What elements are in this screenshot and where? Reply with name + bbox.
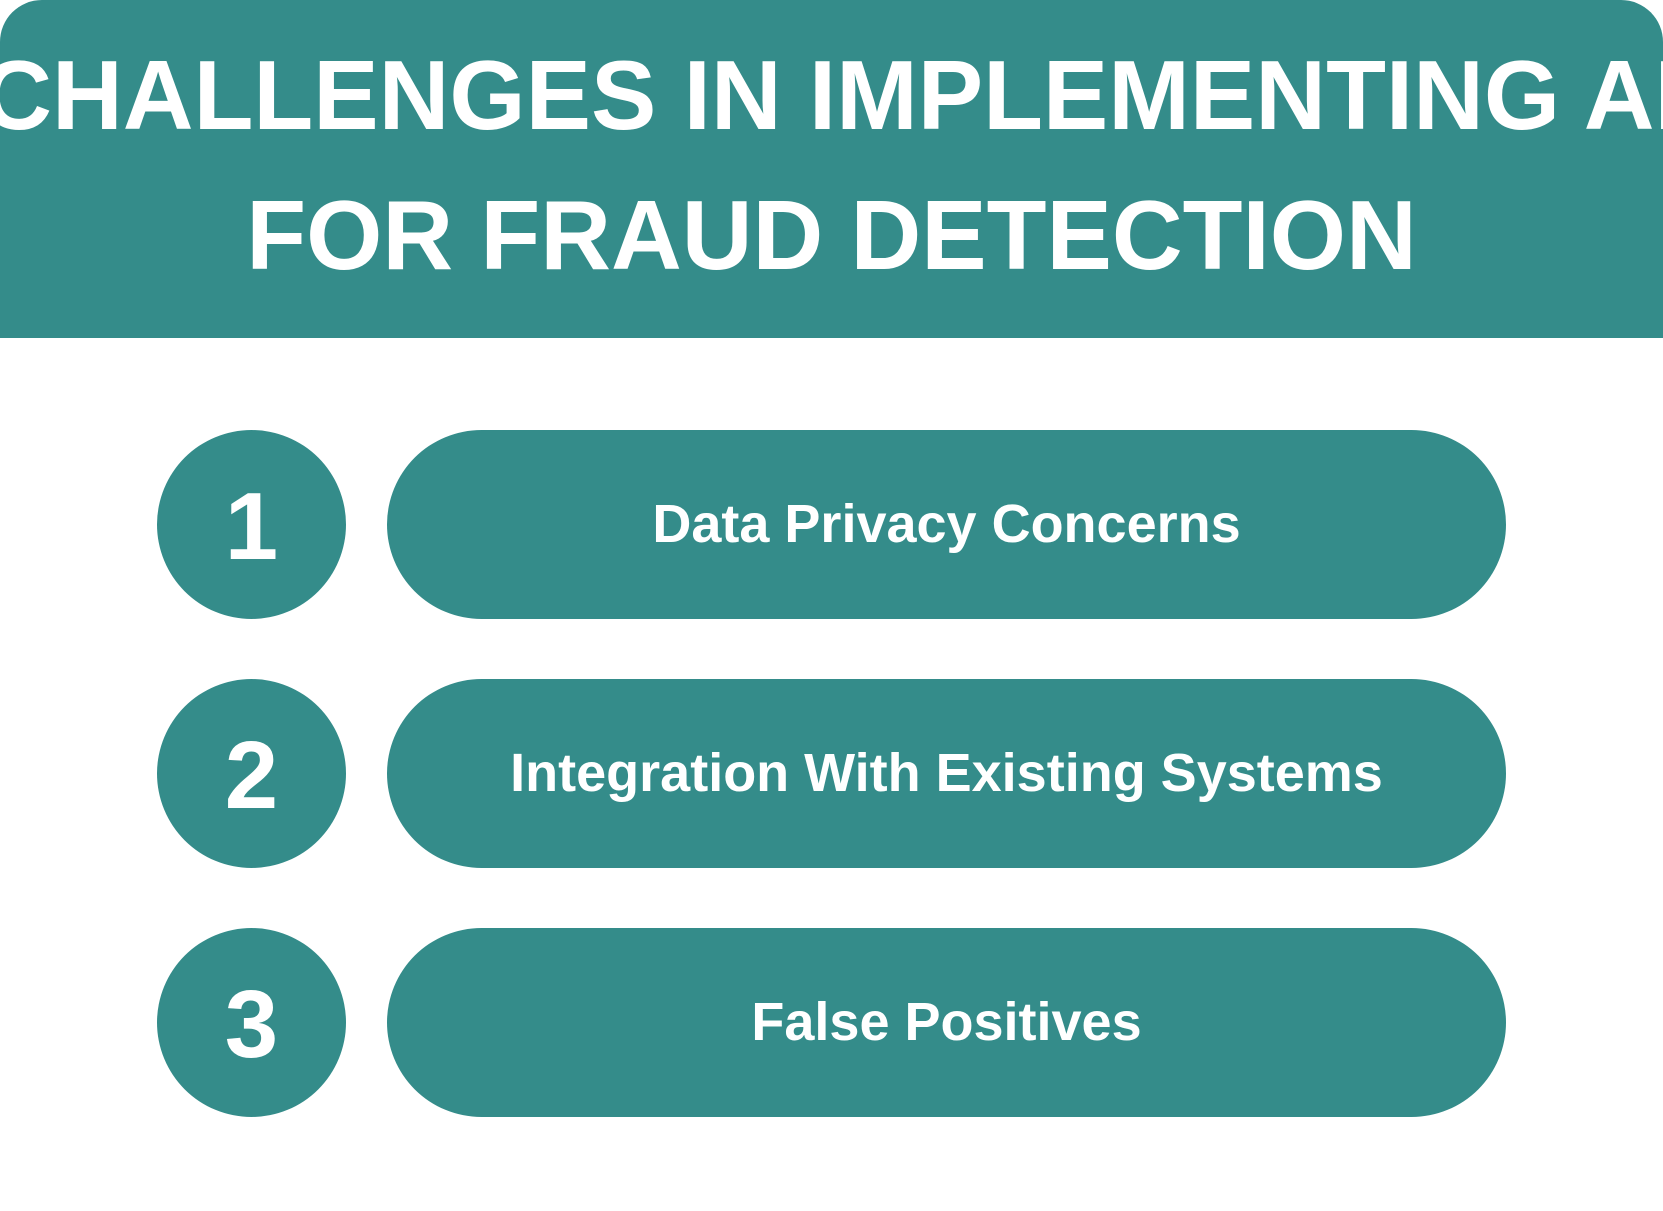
challenge-label-1: Data Privacy Concerns [652,493,1241,554]
header-banner: CHALLENGES IN IMPLEMENTING AI FOR FRAUD … [0,0,1663,338]
title-line-1: CHALLENGES IN IMPLEMENTING AI [0,40,1663,150]
number-3: 3 [224,970,279,1078]
challenge-label-2: Integration With Existing Systems [510,742,1383,803]
number-badge-2: 2 [157,679,346,868]
title-line-2: FOR FRAUD DETECTION [246,180,1417,290]
challenge-pill-1: Data Privacy Concerns [387,430,1506,619]
number-1: 1 [224,472,279,580]
challenge-pill-2: Integration With Existing Systems [387,679,1506,868]
challenge-item-2: 2 Integration With Existing Systems [0,679,1663,868]
challenge-item-1: 1 Data Privacy Concerns [0,430,1663,619]
number-2: 2 [224,721,279,829]
number-badge-3: 3 [157,928,346,1117]
page-title: CHALLENGES IN IMPLEMENTING AI FOR FRAUD … [0,25,1663,305]
challenge-item-3: 3 False Positives [0,928,1663,1117]
challenge-label-3: False Positives [751,991,1142,1052]
challenge-pill-3: False Positives [387,928,1506,1117]
number-badge-1: 1 [157,430,346,619]
